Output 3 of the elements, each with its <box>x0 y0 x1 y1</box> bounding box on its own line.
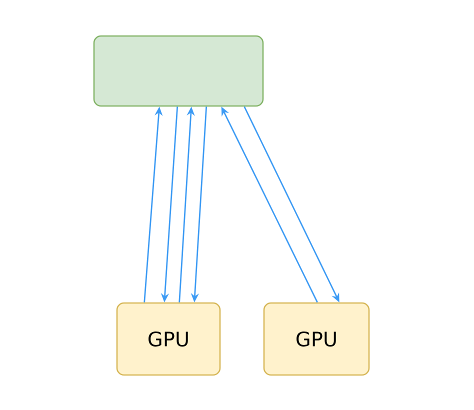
empty-box <box>93 35 264 107</box>
process-box: GPU <box>263 302 370 376</box>
process-box: GPU <box>116 302 221 376</box>
